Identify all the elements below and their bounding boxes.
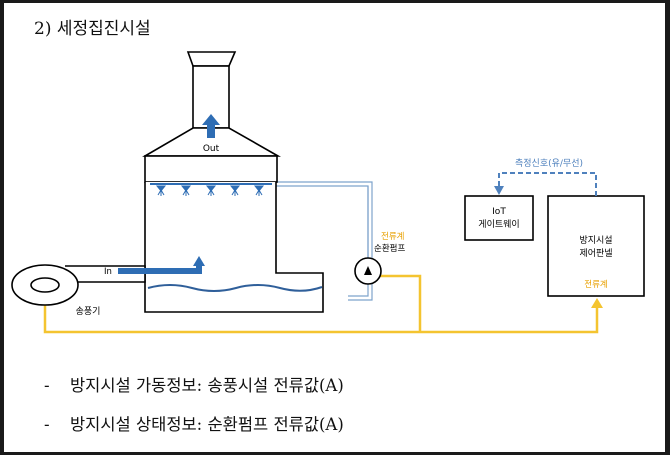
iot-line1: IoT	[492, 207, 506, 217]
iot-line2: 게이트웨이	[478, 218, 519, 230]
exhaust-stack	[142, 51, 282, 157]
bullet-item: - 방지시설 가동정보: 송풍시설 전류값(A)	[44, 372, 344, 396]
bullet-text: 방지시설 가동정보: 송풍시설 전류값(A)	[70, 376, 344, 395]
current-wire	[43, 274, 599, 334]
scrubber-tower	[144, 155, 324, 313]
blower-label: 송풍기	[76, 306, 101, 317]
circulation-pump	[354, 257, 382, 285]
out-label: Out	[203, 144, 220, 154]
pump-ct-label: 전류계	[381, 231, 404, 242]
wire-arrowhead	[591, 298, 603, 308]
bullet-marker: -	[44, 376, 50, 395]
control-panel-box	[547, 195, 645, 297]
iot-gateway-box	[464, 195, 534, 241]
signal-arrowhead	[494, 186, 504, 195]
in-label: In	[104, 267, 112, 277]
bullet-marker: -	[44, 415, 50, 434]
pump-label: 순환펌프	[374, 243, 405, 254]
panel-line1: 방지시설	[579, 235, 612, 246]
bullet-text: 방지시설 상태정보: 순환펌프 전류값(A)	[70, 415, 344, 434]
panel-line2: 제어판넬	[579, 247, 612, 259]
section-title: 2) 세정집진시설	[34, 19, 151, 39]
in-arrow	[118, 256, 205, 274]
signal-line	[498, 172, 597, 196]
panel-ct-label: 전류계	[584, 279, 607, 290]
signal-label: 측정신호(유/무선)	[515, 158, 583, 169]
spray-nozzles	[155, 185, 265, 196]
bullet-item: - 방지시설 상태정보: 순환펌프 전류값(A)	[44, 411, 344, 435]
water-surface	[147, 284, 323, 292]
out-arrow	[202, 114, 220, 138]
circulation-pipe	[276, 181, 373, 301]
